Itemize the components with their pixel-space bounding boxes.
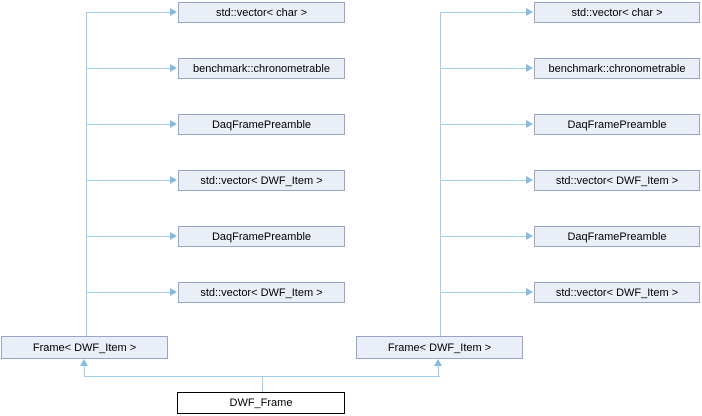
edge-left-branch-2 [86,68,170,69]
edge-right-branch-3 [440,124,526,125]
edge-right-branch-6 [440,292,526,293]
node-right-vector-dwfitem-2[interactable]: std::vector< DWF_Item > [534,282,700,303]
node-left-daqframepreamble-1[interactable]: DaqFramePreamble [178,114,345,135]
node-left-vector-char[interactable]: std::vector< char > [178,2,345,23]
arrowhead-left-1-icon [170,8,177,16]
arrowhead-right-6-icon [526,288,533,296]
edge-right-branch-5 [440,236,526,237]
arrowhead-left-4-icon [170,176,177,184]
node-frame-dwfitem-right[interactable]: Frame< DWF_Item > [356,336,523,359]
node-left-vector-dwfitem-2[interactable]: std::vector< DWF_Item > [178,282,345,303]
edge-right-branch-1 [440,12,526,13]
edge-left-branch-6 [86,292,170,293]
arrowhead-left-2-icon [170,64,177,72]
edge-left-trunk [86,12,87,336]
arrowhead-right-1-icon [526,8,533,16]
edge-main-stem [262,376,263,392]
node-dwf-frame-main[interactable]: DWF_Frame [177,392,345,414]
arrowhead-right-parent-icon [434,359,442,366]
node-right-daqframepreamble-1[interactable]: DaqFramePreamble [534,114,700,135]
arrowhead-right-4-icon [526,176,533,184]
node-left-vector-dwfitem-1[interactable]: std::vector< DWF_Item > [178,170,345,191]
node-right-vector-char[interactable]: std::vector< char > [534,2,700,23]
node-right-daqframepreamble-2[interactable]: DaqFramePreamble [534,226,700,247]
node-right-vector-dwfitem-1[interactable]: std::vector< DWF_Item > [534,170,700,191]
arrowhead-left-parent-icon [80,359,88,366]
edge-right-parent-stem [438,365,439,376]
node-left-daqframepreamble-2[interactable]: DaqFramePreamble [178,226,345,247]
edge-left-parent-stem [84,365,85,376]
arrowhead-left-5-icon [170,232,177,240]
edge-right-trunk [440,12,441,336]
edge-right-branch-2 [440,68,526,69]
arrowhead-right-3-icon [526,120,533,128]
arrowhead-right-2-icon [526,64,533,72]
arrowhead-left-3-icon [170,120,177,128]
node-left-chronometrable[interactable]: benchmark::chronometrable [178,58,345,79]
edge-left-branch-3 [86,124,170,125]
node-frame-dwfitem-left[interactable]: Frame< DWF_Item > [1,336,168,359]
node-right-chronometrable[interactable]: benchmark::chronometrable [534,58,700,79]
edge-left-branch-1 [86,12,170,13]
edge-right-branch-4 [440,180,526,181]
arrowhead-right-5-icon [526,232,533,240]
arrowhead-left-6-icon [170,288,177,296]
edge-left-branch-5 [86,236,170,237]
edge-left-branch-4 [86,180,170,181]
